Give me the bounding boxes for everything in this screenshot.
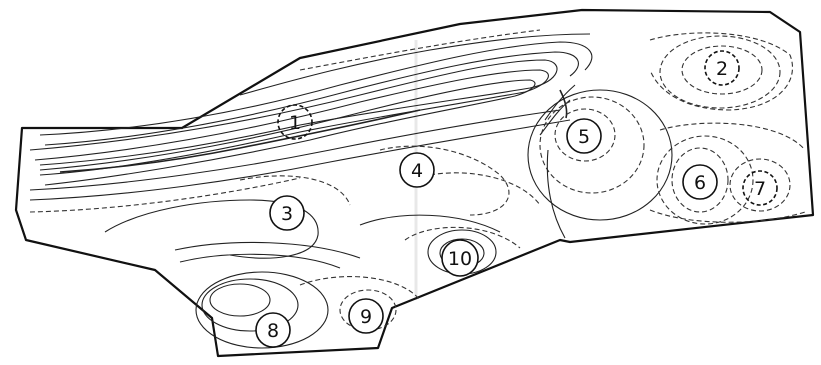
gyre-marker-7: 7 (743, 171, 777, 205)
gyre-marker-9: 9 (349, 299, 383, 333)
gyre-marker-2: 2 (705, 51, 739, 85)
marker-label: 8 (267, 320, 279, 342)
marker-label: 10 (448, 248, 472, 270)
marker-label: 9 (360, 306, 372, 328)
marker-label: 1 (289, 112, 301, 134)
marker-label: 5 (578, 126, 590, 148)
marker-label: 7 (754, 178, 766, 200)
marker-label: 6 (694, 172, 706, 194)
gyre-marker-3: 3 (270, 196, 304, 230)
gyre-marker-5: 5 (567, 119, 601, 153)
gyre-marker-6: 6 (683, 165, 717, 199)
marker-label: 2 (716, 58, 728, 80)
gyre-marker-4: 4 (400, 153, 434, 187)
marker-label: 3 (281, 203, 293, 225)
marker-label: 4 (411, 160, 423, 182)
gyre-marker-10: 10 (442, 240, 478, 276)
gyre-marker-8: 8 (256, 313, 290, 347)
gyre-6-7-contours (650, 123, 805, 224)
gyre-5-contours (528, 90, 672, 238)
